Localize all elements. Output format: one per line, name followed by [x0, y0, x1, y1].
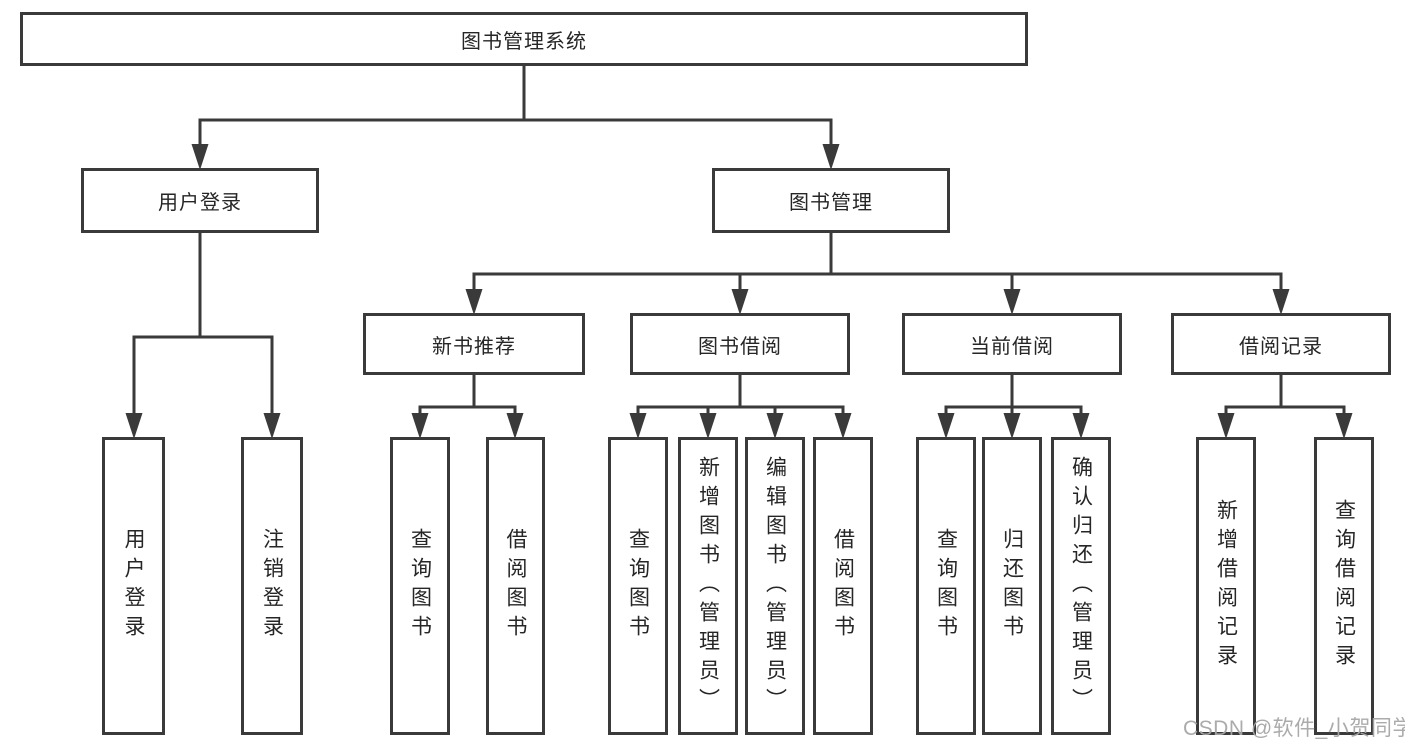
leaf-query-books-current: 查询图书	[916, 437, 976, 735]
leaf-logout: 注销登录	[241, 437, 303, 735]
leaf-edit-book-admin: 编辑图书（管理员）	[745, 437, 805, 735]
leaf-confirm-return-admin: 确认归还（管理员）	[1051, 437, 1111, 735]
node-book-management: 图书管理	[712, 168, 950, 233]
node-current-borrowing: 当前借阅	[902, 313, 1122, 375]
node-user-login: 用户登录	[81, 168, 319, 233]
leaf-add-borrow-record: 新增借阅记录	[1196, 437, 1256, 735]
node-book-borrowing: 图书借阅	[630, 313, 850, 375]
leaf-user-login: 用户登录	[102, 437, 165, 735]
node-library-system: 图书管理系统	[20, 12, 1028, 66]
leaf-query-books-borrow: 查询图书	[608, 437, 668, 735]
leaf-query-borrow-record: 查询借阅记录	[1314, 437, 1374, 735]
leaf-borrow-books-recommend: 借阅图书	[486, 437, 545, 735]
leaf-borrow-books: 借阅图书	[813, 437, 873, 735]
node-new-book-recommend: 新书推荐	[363, 313, 585, 375]
leaf-add-book-admin: 新增图书（管理员）	[678, 437, 738, 735]
leaf-return-book: 归还图书	[982, 437, 1042, 735]
csdn-watermark: CSDN @软件_小贺同学	[1183, 717, 1405, 740]
leaf-query-books-recommend: 查询图书	[390, 437, 450, 735]
node-borrowing-records: 借阅记录	[1171, 313, 1391, 375]
